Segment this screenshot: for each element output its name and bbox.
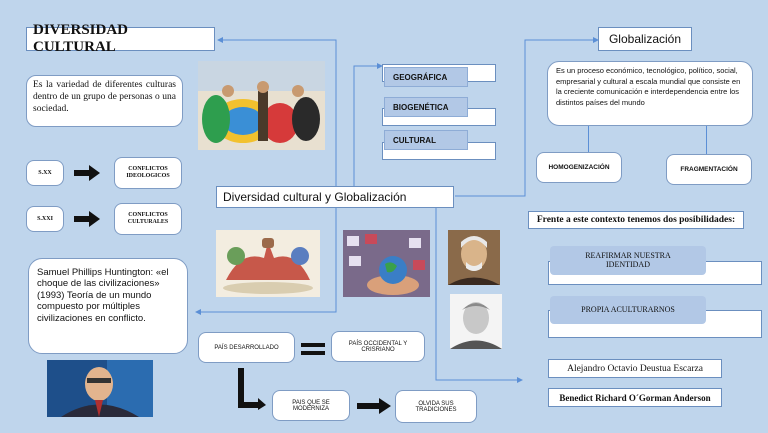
arrow-right-icon [74,211,100,227]
conflict-box-1: CONFLICTOS IDEOLOGICOS [114,157,182,189]
dancers-photo [198,61,325,150]
homogenization-box: HOMOGENIZACIÓN [536,152,622,183]
conflict-box-2: CONFLICTOS CULTURALES [114,203,182,235]
huntington-photo [47,360,153,417]
portrait-deustua [448,230,500,285]
option-aculturarnos: PROPIA ACULTURARNOS [550,296,706,324]
century-box-2: S.XXI [26,206,64,232]
globalization-definition: Es un proceso económico, tecnológico, po… [547,61,753,126]
tag-biogenetica: BIOGENÉTICA [384,97,468,117]
globe-hands-image [343,230,430,297]
huntington-box: Samuel Phillips Huntington: «el choque d… [28,258,188,354]
possibilities-title: Frente a este contexto tenemos dos posib… [528,211,744,229]
tag-cultural: CULTURAL [384,130,468,150]
arm-wrestling-image [216,230,320,297]
connector [588,126,589,152]
western-country-box: PAÍS OCCIDENTAL Y CRISRIANO [331,331,425,362]
modernizing-country-box: PAIS QUE SE MODERNIZA [272,390,350,421]
connector [706,126,707,154]
arrow-right-icon [74,165,100,181]
tag-geografica: GEOGRÁFICA [384,67,468,87]
bend-arrow-icon [236,368,266,410]
equals-icon [301,342,325,355]
author-deustua: Alejandro Octavio Deustua Escarza [548,359,722,378]
developed-country-box: PAÍS DESARROLLADO [198,332,295,363]
definition-box: Es la variedad de diferentes culturas de… [26,75,183,127]
portrait-anderson [450,294,502,349]
arrow-right-icon [357,398,391,414]
century-box-1: S.XX [26,160,64,186]
globalization-title: Globalización [598,27,692,51]
option-reafirmar: REAFIRMAR NUESTRA IDENTIDAD [550,246,706,275]
center-topic: Diversidad cultural y Globalización [216,186,454,208]
forgets-traditions-box: OLVIDA SUS TRADICIONES [395,390,477,423]
author-anderson: Benedict Richard O´Gorman Anderson [548,388,722,407]
page-title: DIVERSIDAD CULTURAL [26,22,215,55]
fragmentation-box: FRAGMENTACIÓN [666,154,752,185]
